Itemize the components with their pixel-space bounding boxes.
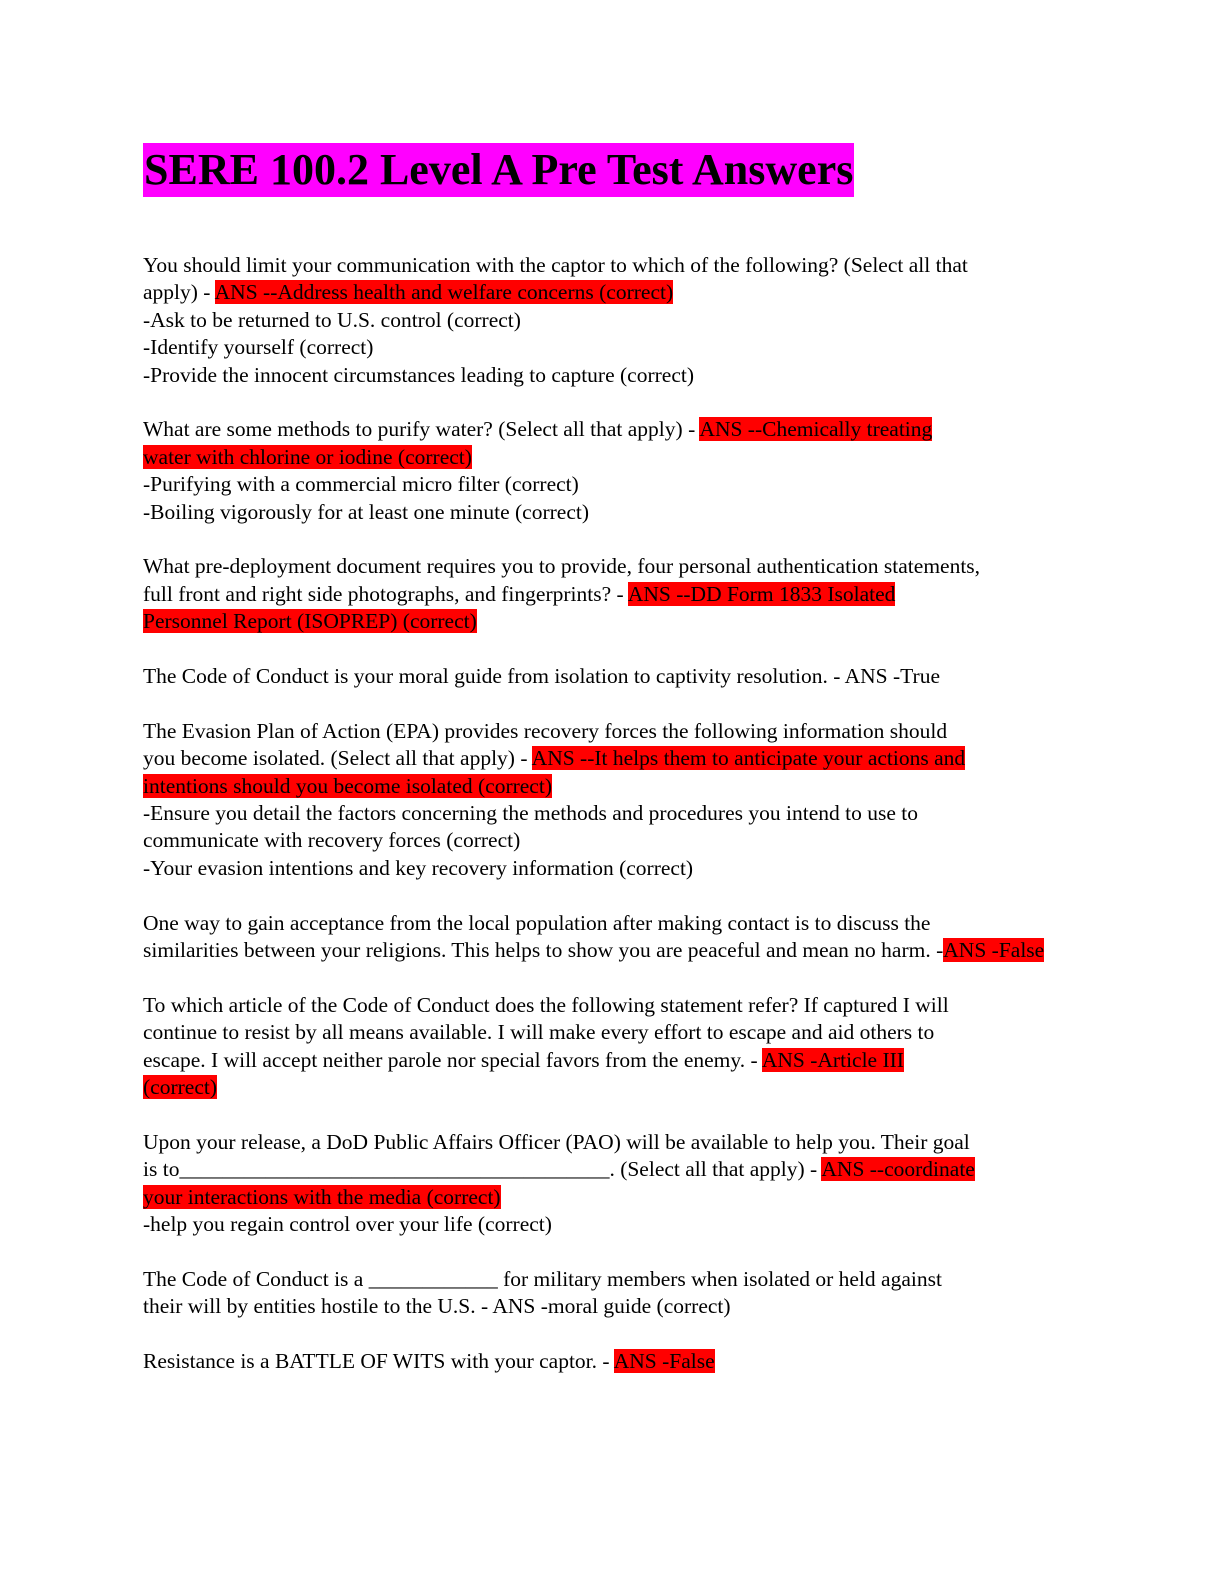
- question-text: full front and right side photographs, a…: [143, 581, 628, 606]
- page-title: SERE 100.2 Level A Pre Test Answers: [143, 143, 855, 197]
- answer-option: -Purifying with a commercial micro filte…: [143, 472, 579, 497]
- qa-line: intentions should you become isolated (c…: [143, 773, 1083, 800]
- answer-option: -Provide the innocent circumstances lead…: [143, 362, 695, 387]
- qa-item: To which article of the Code of Conduct …: [143, 992, 1083, 1102]
- qa-item: Upon your release, a DoD Public Affairs …: [143, 1129, 1083, 1239]
- qa-line: their will by entities hostile to the U.…: [143, 1293, 1083, 1320]
- answer-option: communicate with recovery forces (correc…: [143, 828, 521, 853]
- qa-line: What pre-deployment document requires yo…: [143, 553, 1083, 580]
- question-text: Resistance is a BATTLE OF WITS with your…: [143, 1349, 614, 1374]
- qa-item: You should limit your communication with…: [143, 252, 1083, 389]
- qa-line: The Evasion Plan of Action (EPA) provide…: [143, 718, 1083, 745]
- answer-option: -help you regain control over your life …: [143, 1212, 552, 1237]
- qa-line: you become isolated. (Select all that ap…: [143, 745, 1083, 772]
- qa-item: One way to gain acceptance from the loca…: [143, 910, 1083, 965]
- answer-highlight: ANS --It helps them to anticipate your a…: [531, 746, 966, 771]
- question-text: The Code of Conduct is a ____________ fo…: [143, 1266, 942, 1291]
- answer-highlight: Personnel Report (ISOPREP) (correct): [143, 609, 477, 634]
- qa-line: Resistance is a BATTLE OF WITS with your…: [143, 1348, 1083, 1375]
- answer-highlight: intentions should you become isolated (c…: [143, 773, 552, 798]
- question-text: To which article of the Code of Conduct …: [143, 992, 949, 1017]
- qa-line: The Code of Conduct is your moral guide …: [143, 663, 1083, 690]
- qa-line: You should limit your communication with…: [143, 252, 1083, 279]
- qa-item: Resistance is a BATTLE OF WITS with your…: [143, 1348, 1083, 1375]
- qa-list: You should limit your communication with…: [143, 252, 1083, 1403]
- answer-option: -Ask to be returned to U.S. control (cor…: [143, 307, 521, 332]
- question-text: The Evasion Plan of Action (EPA) provide…: [143, 718, 948, 743]
- question-text: is to___________________________________…: [143, 1157, 822, 1182]
- answer-option: -Identify yourself (correct): [143, 335, 374, 360]
- question-text: The Code of Conduct is your moral guide …: [143, 664, 941, 689]
- qa-line: Upon your release, a DoD Public Affairs …: [143, 1129, 1083, 1156]
- question-text: escape. I will accept neither parole nor…: [143, 1047, 762, 1072]
- answer-highlight: ANS -False: [943, 938, 1045, 963]
- qa-item: What are some methods to purify water? (…: [143, 416, 1083, 526]
- qa-item: The Code of Conduct is your moral guide …: [143, 663, 1083, 690]
- answer-highlight: ANS -False: [613, 1349, 715, 1374]
- question-text: You should limit your communication with…: [143, 253, 968, 277]
- answer-highlight: ANS --coordinate: [821, 1157, 975, 1182]
- question-text: similarities between your religions. Thi…: [143, 938, 944, 963]
- qa-line: One way to gain acceptance from the loca…: [143, 910, 1083, 937]
- question-text: apply) -: [143, 280, 215, 305]
- question-text: What are some methods to purify water? (…: [143, 417, 700, 442]
- qa-line: escape. I will accept neither parole nor…: [143, 1047, 1083, 1074]
- question-text: continue to resist by all means availabl…: [143, 1020, 935, 1045]
- qa-line: To which article of the Code of Conduct …: [143, 992, 1083, 1019]
- qa-line: Personnel Report (ISOPREP) (correct): [143, 608, 1083, 635]
- answer-highlight: ANS --Chemically treating: [699, 417, 933, 442]
- question-text: Upon your release, a DoD Public Affairs …: [143, 1129, 970, 1154]
- qa-line: What are some methods to purify water? (…: [143, 416, 1083, 443]
- answer-highlight: ANS --DD Form 1833 Isolated: [627, 581, 896, 606]
- qa-item: The Code of Conduct is a ____________ fo…: [143, 1266, 1083, 1321]
- qa-item: What pre-deployment document requires yo…: [143, 553, 1083, 635]
- answer-highlight: ANS --Address health and welfare concern…: [214, 280, 674, 305]
- qa-line: your interactions with the media (correc…: [143, 1184, 1083, 1211]
- answer-option: -Your evasion intentions and key recover…: [143, 855, 694, 880]
- qa-item: The Evasion Plan of Action (EPA) provide…: [143, 718, 1083, 882]
- question-text: What pre-deployment document requires yo…: [143, 554, 981, 579]
- qa-line: (correct): [143, 1074, 1083, 1101]
- question-text: One way to gain acceptance from the loca…: [143, 910, 931, 935]
- answer-highlight: water with chlorine or iodine (correct): [143, 444, 472, 469]
- question-text: their will by entities hostile to the U.…: [143, 1294, 731, 1319]
- answer-option: -Boiling vigorously for at least one min…: [143, 499, 589, 524]
- qa-line: full front and right side photographs, a…: [143, 581, 1083, 608]
- answer-option: -Ensure you detail the factors concernin…: [143, 801, 918, 826]
- answer-highlight: your interactions with the media (correc…: [143, 1184, 501, 1209]
- qa-line: continue to resist by all means availabl…: [143, 1019, 1083, 1046]
- qa-line: apply) - ANS --Address health and welfar…: [143, 279, 1083, 306]
- qa-line: is to___________________________________…: [143, 1156, 1083, 1183]
- qa-line: water with chlorine or iodine (correct): [143, 444, 1083, 471]
- question-text: you become isolated. (Select all that ap…: [143, 746, 532, 771]
- answer-highlight: (correct): [143, 1075, 217, 1100]
- title-container: SERE 100.2 Level A Pre Test Answers: [143, 143, 855, 197]
- qa-line: The Code of Conduct is a ____________ fo…: [143, 1266, 1083, 1293]
- answer-highlight: ANS -Article III: [761, 1047, 904, 1072]
- qa-line: similarities between your religions. Thi…: [143, 937, 1083, 964]
